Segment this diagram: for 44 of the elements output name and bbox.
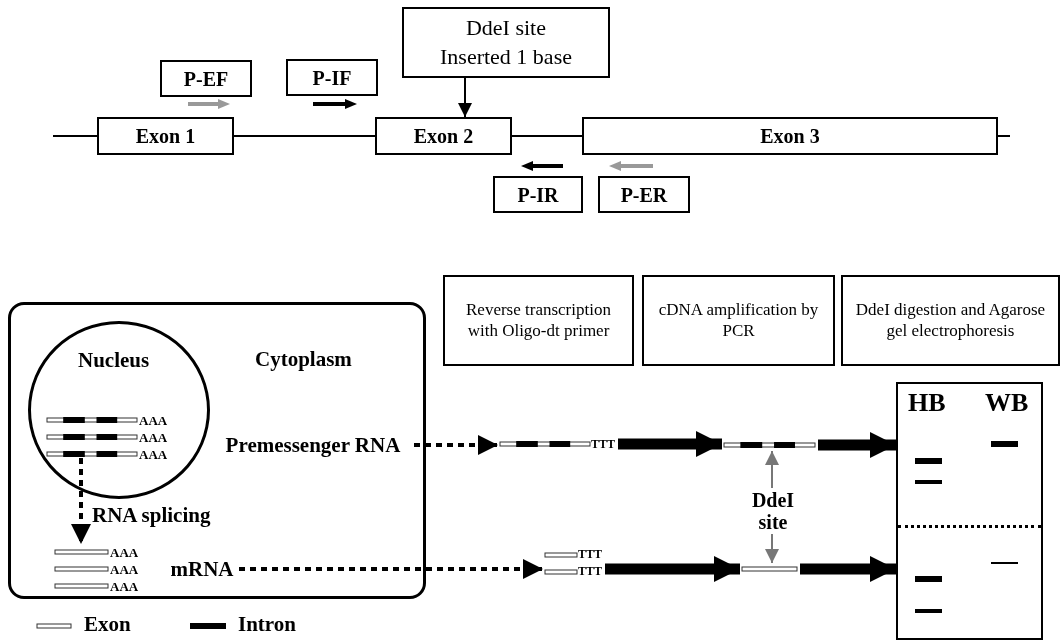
exon-box: Exon 2 <box>375 117 512 155</box>
site-label: DdeI site <box>740 488 806 534</box>
arrow <box>765 533 779 564</box>
poly-t-label: TTT <box>578 565 602 577</box>
nucleus-circle <box>28 321 210 499</box>
dotted-arrow <box>239 559 543 579</box>
primer-box: P-IF <box>286 59 378 96</box>
exon-box: Exon 1 <box>97 117 234 155</box>
primer-box: P-IR <box>493 176 583 213</box>
poly-a-tail-label: AAA <box>139 414 168 427</box>
gene-line <box>511 135 583 137</box>
lane-label: WB <box>985 390 1029 416</box>
callout-box: DdeI site Inserted 1 base <box>402 7 610 78</box>
legend-label: Intron <box>238 614 296 635</box>
poly-t-label: TTT <box>591 438 615 450</box>
poly-a-tail-label: AAA <box>139 448 168 461</box>
arrow <box>605 556 740 582</box>
primer-box: P-ER <box>598 176 690 213</box>
poly-a-tail-label: AAA <box>110 580 139 593</box>
step-box: cDNA amplification by PCR <box>642 275 835 366</box>
arrow <box>618 431 722 457</box>
arrow <box>800 556 896 582</box>
gene-line <box>233 135 376 137</box>
exon-box: Exon 3 <box>582 117 998 155</box>
compartment-label: Nucleus <box>78 350 150 371</box>
compartment-label: Cytoplasm <box>255 349 352 370</box>
poly-a-tail-label: AAA <box>110 563 139 576</box>
rna-label: mRNA <box>164 557 240 583</box>
poly-a-tail-label: AAA <box>110 546 139 559</box>
arrow <box>458 77 472 118</box>
gel-box <box>896 382 1043 640</box>
arrow <box>765 450 779 489</box>
step-box: Reverse transcription with Oligo-dt primer <box>443 275 634 366</box>
poly-a-tail-label: AAA <box>139 431 168 444</box>
edge-label: RNA splicing <box>92 505 211 526</box>
arrow <box>818 432 896 458</box>
dotted-arrow <box>414 435 498 455</box>
poly-t-label: TTT <box>578 548 602 560</box>
lane-label: HB <box>908 390 946 416</box>
dotted-arrow <box>71 458 91 544</box>
legend-label: Exon <box>84 614 131 635</box>
rna-label: Premessenger RNA <box>211 433 415 459</box>
primer-box: P-EF <box>160 60 252 97</box>
step-box: DdeI digestion and Agarose gel electrophoresis <box>841 275 1060 366</box>
